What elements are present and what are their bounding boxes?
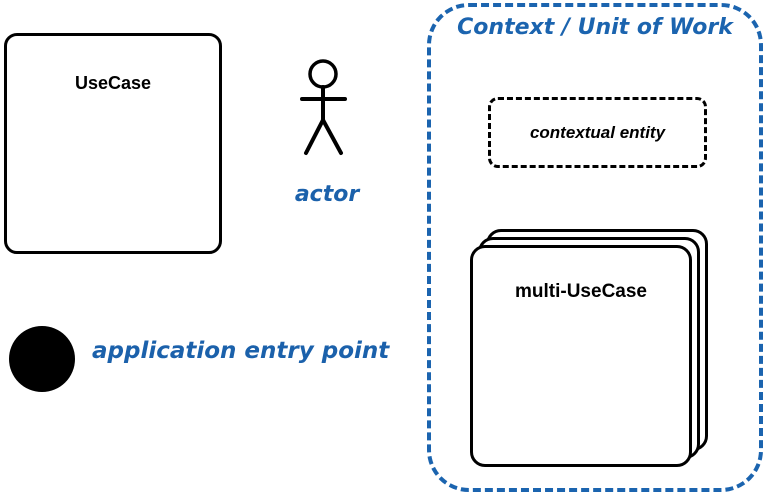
context-title: Context / Unit of Work (457, 15, 733, 40)
context-container (427, 3, 763, 492)
entry-point-icon (9, 326, 75, 392)
multi-usecase-box: multi-UseCase (470, 245, 692, 467)
entry-point-label: application entry point (92, 338, 390, 364)
usecase-box: UseCase (4, 33, 222, 254)
contextual-entity-box: contextual entity (488, 97, 707, 168)
usecase-label: UseCase (74, 73, 152, 93)
actor-label: actor (294, 182, 360, 207)
contextual-entity-label: contextual entity (529, 122, 666, 142)
multi-usecase-label: multi-UseCase (515, 281, 647, 302)
actor-icon (300, 59, 347, 155)
